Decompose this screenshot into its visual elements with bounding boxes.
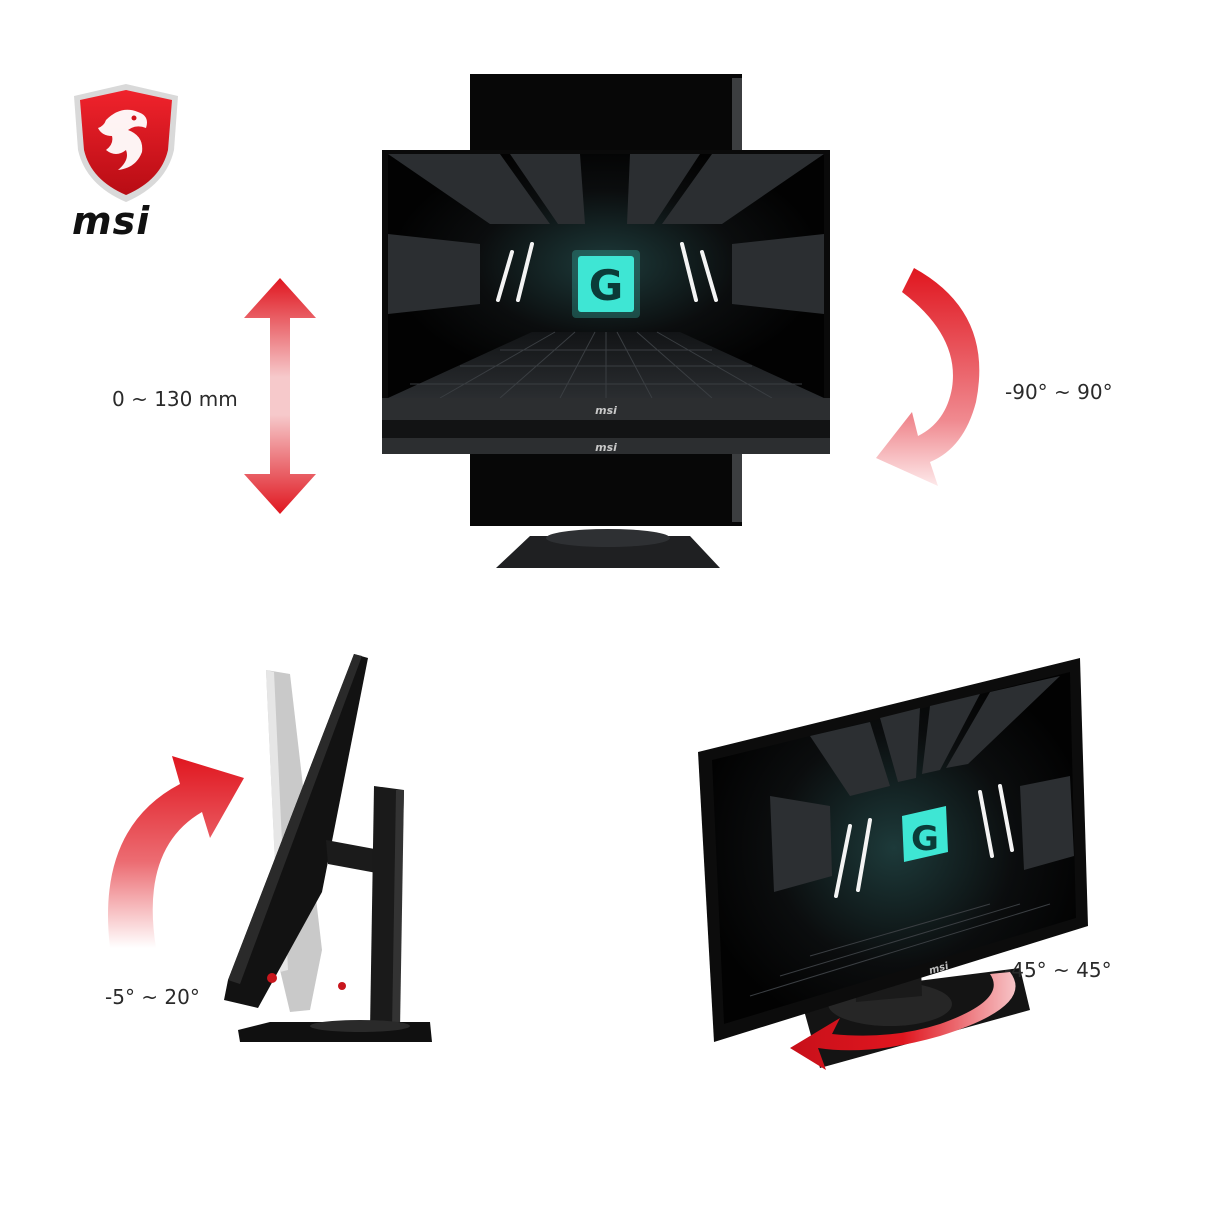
vertical-double-arrow-icon xyxy=(244,278,316,514)
tilt-range-label: -5° ~ 20° xyxy=(105,985,200,1009)
swivel-range-label: -45° ~ 45° xyxy=(1004,958,1112,982)
bezel-logo-lower: msi xyxy=(595,441,617,454)
tilt-monitor-illustration xyxy=(210,650,440,1050)
curved-rotate-arrow-icon xyxy=(872,262,1002,492)
swivel-arrow-icon xyxy=(790,972,1016,1070)
msi-logo xyxy=(66,80,186,205)
msi-wordmark: msi xyxy=(72,199,151,243)
height-range-label: 0 ~ 130 mm xyxy=(112,387,238,411)
screen-emblem-swivel: G xyxy=(911,819,939,859)
dragon-shield-icon xyxy=(74,84,178,202)
bezel-logo-swivel: msi xyxy=(928,961,951,977)
curved-tilt-arrow-icon xyxy=(100,738,250,958)
bezel-logo: msi xyxy=(595,404,617,417)
pivot-range-label: -90° ~ 90° xyxy=(1005,380,1113,404)
swivel-monitor-illustration: G msi xyxy=(690,656,1100,1076)
screen-emblem: G xyxy=(589,261,623,310)
pivot-monitor-illustration: G msi msi xyxy=(380,74,840,584)
